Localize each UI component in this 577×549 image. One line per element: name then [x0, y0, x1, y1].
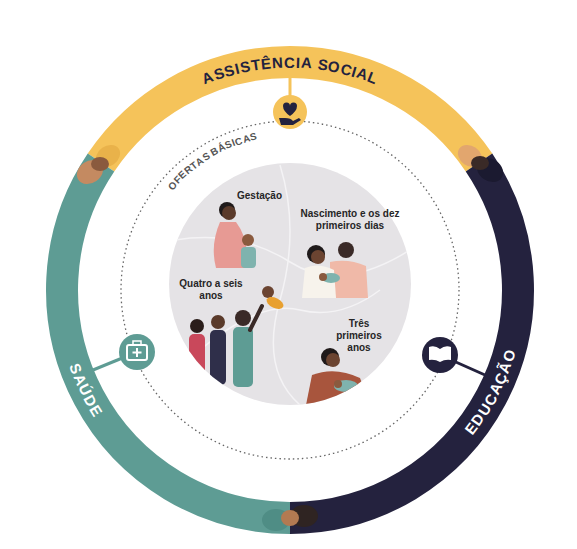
letter: I — [350, 63, 358, 79]
letter: S — [222, 62, 236, 79]
ring-label: ASSISTÊNCIA SOCIAL — [200, 55, 380, 86]
ring-label: SAÚDE — [68, 361, 103, 418]
letter: S — [239, 58, 252, 75]
letter: S — [200, 151, 211, 163]
letter: A — [241, 133, 251, 145]
letter: R — [182, 164, 194, 176]
stage-disc — [169, 163, 411, 405]
basic-offers-circle: GestaçãoNascimento e os dez primeiros di… — [120, 120, 460, 460]
letter: T — [250, 57, 261, 73]
letter — [207, 150, 214, 160]
letter: O — [500, 348, 518, 363]
letter — [312, 56, 318, 71]
letter: A — [194, 155, 206, 167]
letter: O — [327, 58, 341, 75]
letter: D — [468, 411, 487, 428]
letter: C — [284, 54, 295, 69]
letter: C — [339, 60, 353, 77]
health-icon — [93, 334, 155, 370]
life-stages-circle: GestaçãoNascimento e os dez primeiros di… — [168, 162, 412, 406]
letter: L — [366, 69, 380, 86]
letter: C — [234, 136, 244, 148]
letter: E — [177, 169, 189, 181]
letter: S — [249, 132, 258, 143]
ring-label: OFERTAS BÁSICAS — [168, 132, 259, 190]
letter: S — [224, 140, 234, 152]
clasped-hands — [454, 140, 508, 187]
stage-label: Nascimento e os dez primeiros dias — [290, 208, 410, 232]
letter: E — [87, 402, 105, 418]
social-icon — [273, 78, 307, 129]
letter: I — [295, 55, 300, 70]
letter: I — [231, 138, 237, 148]
letter: B — [210, 146, 221, 158]
letter: S — [212, 65, 226, 82]
letter: F — [172, 174, 183, 185]
letter: E — [462, 420, 480, 437]
letter: C — [481, 391, 499, 408]
letter: S — [67, 361, 85, 376]
education-icon — [422, 337, 485, 375]
letter: Ã — [496, 359, 514, 374]
letter: A — [486, 381, 504, 397]
letter: U — [475, 401, 493, 418]
stage-label: Gestação — [237, 190, 297, 202]
family-illustrations — [175, 165, 410, 410]
clasped-hands — [262, 505, 318, 531]
ring-arc — [290, 163, 518, 519]
letter: Á — [217, 142, 228, 154]
letter: Ç — [491, 370, 509, 386]
letter: I — [233, 60, 241, 76]
letter: O — [166, 179, 179, 191]
ring-label: EDUCAÇÃO — [463, 348, 516, 436]
letter: Ú — [76, 382, 94, 398]
node-outline — [120, 120, 460, 460]
letter: A — [71, 371, 89, 387]
ring-arc — [101, 62, 479, 162]
letter: Ê — [260, 55, 272, 71]
letter: N — [271, 55, 283, 71]
letter: T — [188, 160, 199, 172]
letter: D — [81, 392, 99, 409]
letter: A — [200, 68, 216, 86]
letter: A — [300, 55, 312, 71]
stage-label: Quatro a seis anos — [175, 278, 247, 302]
dotted-ring — [121, 121, 459, 459]
letter: S — [317, 56, 329, 72]
clasped-hands — [72, 140, 124, 189]
stage-label: Três primeiros anos — [325, 318, 393, 354]
ring-arc — [62, 163, 290, 519]
node-outline — [168, 162, 412, 406]
letter: A — [355, 65, 370, 83]
